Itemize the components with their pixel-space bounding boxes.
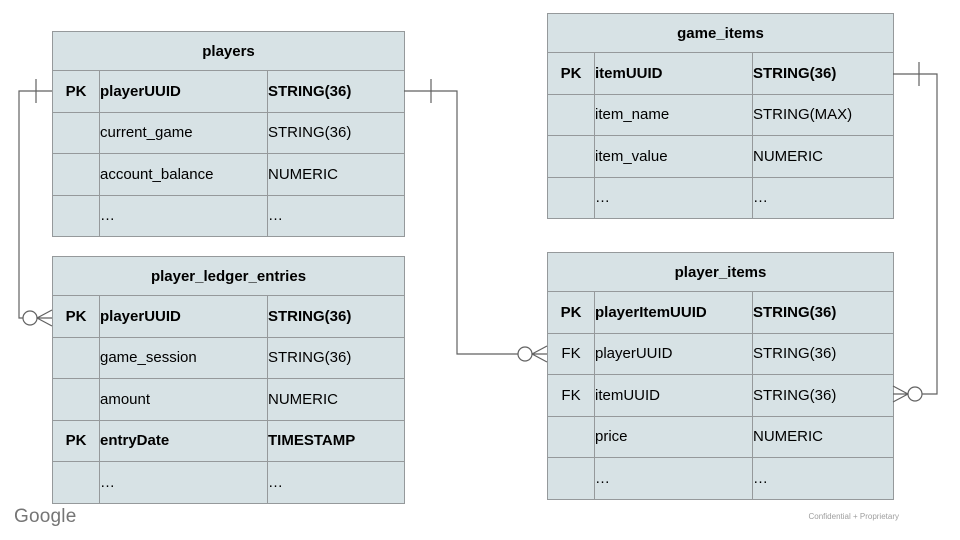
entity-table-player-items: player_items PK playerItemUUID STRING(36… [546,252,895,500]
table-row: item_name STRING(MAX) [547,93,895,136]
key-badge: PK [547,291,595,334]
entity-table-players: players PK playerUUID STRING(36) current… [51,31,406,237]
entity-table-player-ledger-entries: player_ledger_entries PK playerUUID STRI… [52,256,405,504]
key-badge [547,135,595,178]
column-type: STRING(36) [266,111,406,154]
connector-line [404,90,518,355]
key-badge [52,153,100,196]
entity-table-game-items: game_items PK itemUUID STRING(36) item_n… [546,13,895,219]
key-badge: PK [547,52,595,95]
column-type: NUMERIC [751,135,895,178]
column-name: … [594,457,753,500]
table-row: … … [547,176,895,219]
table-row: FK itemUUID STRING(36) [547,374,895,417]
key-badge: PK [52,70,100,113]
key-badge: FK [547,374,595,417]
table-row: account_balance NUMERIC [52,153,406,196]
table-row: current_game STRING(36) [52,111,406,154]
key-badge: PK [52,419,100,462]
table-row: PK playerUUID STRING(36) [52,70,406,113]
crow-foot-many-icon [892,385,909,403]
table-row: FK playerUUID STRING(36) [547,332,895,375]
column-type: … [751,176,895,219]
key-badge [547,176,595,219]
column-name: account_balance [99,153,268,196]
column-type: STRING(36) [751,291,895,334]
connector-line [893,73,938,395]
column-name: amount [99,378,268,421]
column-type: STRING(36) [267,295,405,338]
key-badge [547,415,595,458]
cardinality-zero-circle [907,386,923,402]
column-name: playerUUID [99,295,268,338]
table-title: player_ledger_entries [52,256,405,296]
relationship-players-to-player-ledger-entries [18,79,53,327]
column-type: STRING(36) [267,336,405,379]
column-type: NUMERIC [267,378,405,421]
key-badge: FK [547,332,595,375]
key-badge: PK [52,295,100,338]
column-name: game_session [99,336,268,379]
column-type: NUMERIC [266,153,406,196]
column-name: … [594,176,753,219]
table-row: … … [52,194,406,237]
column-name: item_value [594,135,753,178]
key-badge [52,336,100,379]
table-header-row: game_items [546,13,895,53]
relationship-game-items-to-player-items [892,62,938,403]
table-row: amount NUMERIC [52,378,405,421]
table-row: … … [52,461,405,504]
column-name: … [99,194,268,237]
column-name: price [594,415,753,458]
table-header-row: players [51,31,406,71]
crow-foot-many-icon [531,345,548,363]
crow-foot-many-icon [36,309,53,327]
column-name: itemUUID [594,52,753,95]
column-name: playerUUID [594,332,753,375]
column-type: NUMERIC [751,415,895,458]
column-name: current_game [99,111,268,154]
column-type: TIMESTAMP [267,419,405,462]
relationship-players-to-player-items [404,79,548,363]
table-row: PK entryDate TIMESTAMP [52,419,405,462]
key-badge [52,194,100,237]
column-name: playerUUID [99,70,268,113]
table-header-row: player_ledger_entries [52,256,405,296]
table-title: players [51,31,406,71]
table-header-row: player_items [546,252,895,292]
column-type: … [266,194,406,237]
column-type: … [751,457,895,500]
column-type: STRING(36) [751,332,895,375]
key-badge [547,93,595,136]
table-row: … … [547,457,895,500]
column-name: playerItemUUID [594,291,753,334]
column-type: … [267,461,405,504]
key-badge [52,111,100,154]
table-title: player_items [546,252,895,292]
connector-line [18,90,52,319]
column-name: item_name [594,93,753,136]
google-logo: Google [14,506,77,527]
table-row: PK itemUUID STRING(36) [547,52,895,95]
column-type: STRING(MAX) [751,93,895,136]
column-name: … [99,461,268,504]
key-badge [52,378,100,421]
key-badge [52,461,100,504]
cardinality-zero-circle [22,310,38,326]
confidentiality-note: Confidential + Proprietary [808,512,900,521]
key-badge [547,457,595,500]
column-type: STRING(36) [751,52,895,95]
table-row: price NUMERIC [547,415,895,458]
column-type: STRING(36) [266,70,406,113]
table-row: item_value NUMERIC [547,135,895,178]
column-name: itemUUID [594,374,753,417]
column-name: entryDate [99,419,268,462]
table-title: game_items [546,13,895,53]
table-row: PK playerItemUUID STRING(36) [547,291,895,334]
column-type: STRING(36) [751,374,895,417]
table-row: PK playerUUID STRING(36) [52,295,405,338]
table-row: game_session STRING(36) [52,336,405,379]
cardinality-zero-circle [517,346,533,362]
